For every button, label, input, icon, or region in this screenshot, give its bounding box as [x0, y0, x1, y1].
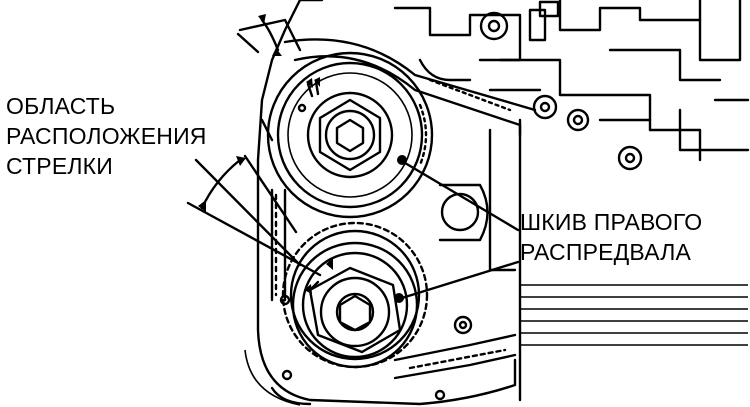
arrow-area-label: ОБЛАСТЬ РАСПОЛОЖЕНИЯ СТРЕЛКИ: [6, 91, 207, 181]
arrow-area-line-1: ОБЛАСТЬ: [6, 93, 116, 119]
housing-bolts: [279, 294, 446, 401]
upper-camshaft-pulley: [266, 51, 434, 219]
idler-pulleys: [438, 94, 643, 335]
pointer-lines: [186, 14, 520, 300]
arrow-area-line-3: СТРЕЛКИ: [6, 153, 114, 179]
lower-camshaft-pulley: [281, 221, 429, 369]
camshaft-pulley-line-2: РАСПРЕДВАЛА: [520, 239, 692, 265]
engine-housing: [244, 0, 517, 406]
engine-upper-structure: [393, 0, 750, 162]
camshaft-pulley-label: ШКИВ ПРАВОГО РАСПРЕДВАЛА: [520, 207, 702, 267]
camshaft-pulley-line-1: ШКИВ ПРАВОГО: [520, 209, 703, 235]
arrow-area-line-2: РАСПОЛОЖЕНИЯ: [6, 123, 207, 149]
cooling-fins: [518, 278, 748, 402]
